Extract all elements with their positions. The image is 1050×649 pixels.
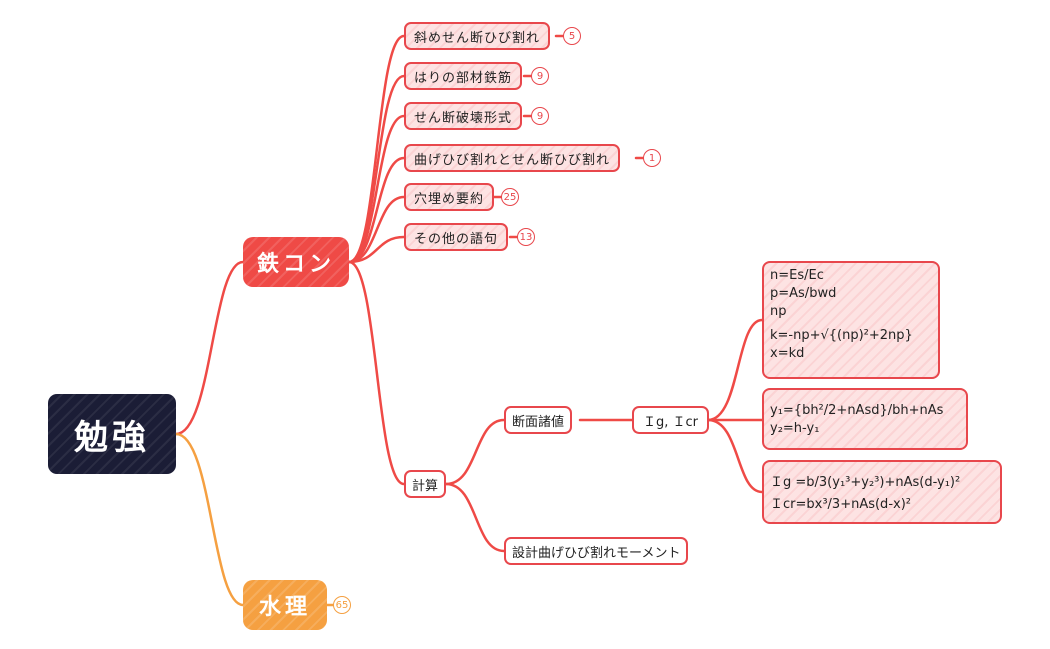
link-keisan-danmen bbox=[444, 418, 506, 486]
formula-line: Ｉg =b/3(y₁³+y₂³)+nAs(d-y₁)² bbox=[770, 475, 961, 490]
formula-line: k=-np+√{(np)²+2np} bbox=[770, 328, 913, 343]
topic-sendan-hakai[interactable]: せん断破壊形式 bbox=[404, 102, 523, 130]
branch-tekkon[interactable]: 鉄コン bbox=[243, 237, 349, 287]
topic-count-badge[interactable]: 25 bbox=[501, 188, 519, 206]
formula-line: y₂=h-y₁ bbox=[770, 421, 820, 436]
topic-ig-icr[interactable]: Ｉg, Ｉcr bbox=[632, 406, 710, 434]
formula-line: x=kd bbox=[770, 346, 805, 361]
link-tekkon-t6 bbox=[347, 235, 406, 264]
topic-sonota-goku[interactable]: その他の語句 bbox=[404, 223, 509, 251]
formula-box-ig[interactable]: Ｉg =b/3(y₁³+y₂³)+nAs(d-y₁)² Ｉcr=bx³/3+nA… bbox=[762, 460, 1002, 524]
link-tekkon-t2 bbox=[347, 74, 406, 264]
root-topic[interactable]: 勉強 bbox=[48, 394, 176, 474]
topic-count-badge[interactable]: 9 bbox=[531, 67, 549, 85]
link-tekkon-t4 bbox=[347, 156, 406, 264]
topic-keisan[interactable]: 計算 bbox=[404, 470, 447, 498]
topic-naname-sendan[interactable]: 斜めせん断ひび割れ bbox=[404, 22, 551, 50]
topic-sekkei-moment[interactable]: 設計曲げひび割れモーメント bbox=[504, 537, 689, 565]
link-root-tekkon bbox=[174, 260, 245, 436]
formula-box-y[interactable]: y₁={bh²/2+nAsd}/bh+nAs y₂=h-y₁ bbox=[762, 388, 968, 450]
formula-line: p=As/bwd bbox=[770, 286, 837, 301]
link-keisan-moment bbox=[444, 482, 506, 553]
topic-danmen-shochi[interactable]: 断面諸値 bbox=[504, 406, 573, 434]
topic-anaume[interactable]: 穴埋め要約 bbox=[404, 183, 495, 211]
topic-count-badge[interactable]: 5 bbox=[563, 27, 581, 45]
formula-line: y₁={bh²/2+nAsd}/bh+nAs bbox=[770, 403, 944, 418]
formula-line: Ｉcr=bx³/3+nAs(d-x)² bbox=[770, 497, 911, 512]
suiri-count-badge[interactable]: 65 bbox=[333, 596, 351, 614]
topic-mage-sendan[interactable]: 曲げひび割れとせん断ひび割れ bbox=[404, 144, 621, 172]
topic-hari-buzai[interactable]: はりの部材鉄筋 bbox=[404, 62, 523, 90]
link-tekkon-t3 bbox=[347, 114, 406, 264]
topic-count-badge[interactable]: 9 bbox=[531, 107, 549, 125]
formula-box-k[interactable]: n=Es/Ec p=As/bwd np k=-np+√{(np)²+2np} x… bbox=[762, 261, 940, 379]
formula-line: n=Es/Ec bbox=[770, 268, 824, 283]
link-tekkon-keisan bbox=[347, 260, 406, 486]
formula-line: np bbox=[770, 304, 787, 319]
link-root-suiri bbox=[174, 432, 245, 607]
link-igicr-box1 bbox=[706, 318, 764, 422]
link-igicr-box3 bbox=[706, 418, 764, 494]
topic-count-badge[interactable]: 1 bbox=[643, 149, 661, 167]
link-tekkon-t5 bbox=[347, 195, 406, 264]
branch-suiri[interactable]: 水理 bbox=[243, 580, 327, 630]
topic-count-badge[interactable]: 13 bbox=[517, 228, 535, 246]
